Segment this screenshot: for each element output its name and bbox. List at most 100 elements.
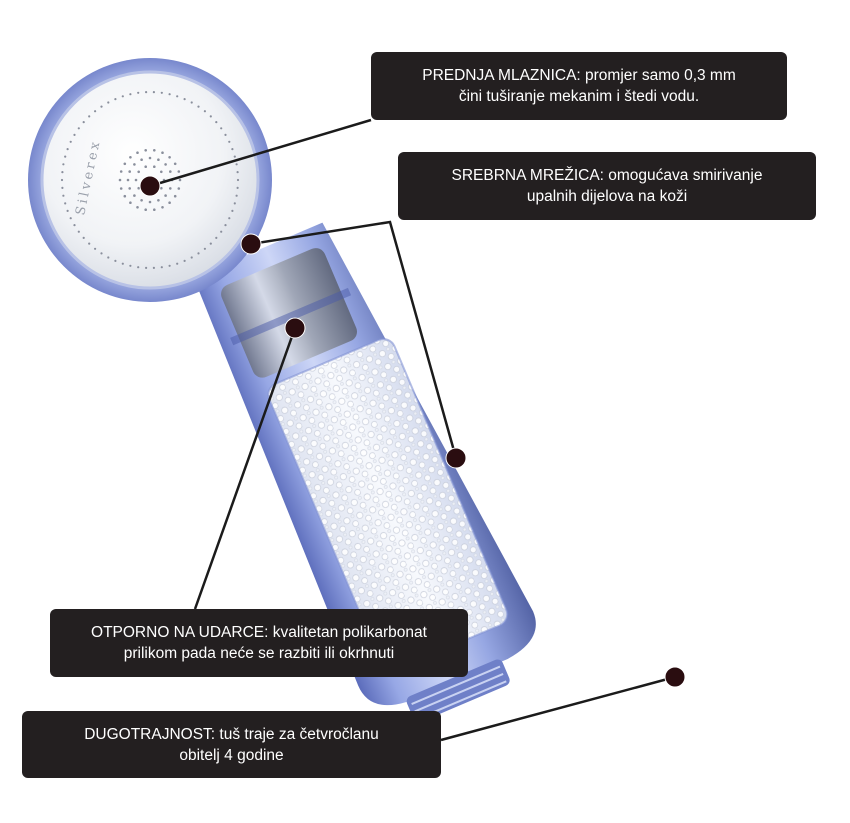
silver-mesh-cylinder bbox=[221, 248, 358, 378]
nozzle-hole bbox=[231, 209, 234, 212]
nozzle-hole bbox=[160, 186, 163, 190]
nozzle-hole bbox=[136, 206, 139, 209]
nozzle-hole bbox=[88, 242, 91, 245]
callout-silver-mesh-line1: SREBRNA MREŽICA: omogućava smirivanje bbox=[451, 167, 763, 184]
nozzle-hole bbox=[233, 155, 236, 158]
nozzle-hole bbox=[209, 242, 212, 245]
nozzle-hole bbox=[134, 178, 138, 182]
nozzle-hole bbox=[220, 230, 223, 233]
nozzle-hole bbox=[178, 178, 182, 182]
callout-front-nozzle-line1: PREDNJA MLAZNICA: promjer samo 0,3 mm bbox=[422, 67, 736, 84]
ceramic-bead-filter bbox=[267, 338, 509, 672]
nozzle-hole bbox=[224, 224, 227, 227]
nozzle-hole bbox=[119, 187, 123, 190]
nozzle-hole bbox=[197, 252, 200, 255]
leader-silver-mesh bbox=[250, 220, 458, 459]
nozzle-hole bbox=[133, 194, 136, 197]
marker-front-nozzle bbox=[139, 175, 161, 197]
nozzle-hole bbox=[148, 200, 152, 204]
marker-silver-mesh-2 bbox=[445, 447, 467, 469]
nozzle-hole bbox=[236, 178, 240, 182]
nozzle-hole bbox=[235, 194, 238, 197]
nozzle-hole bbox=[224, 133, 227, 136]
nozzle-hole bbox=[157, 199, 160, 202]
nozzle-hole bbox=[140, 199, 143, 202]
callout-front-nozzle: PREDNJA MLAZNICA: promjer samo 0,3 mm či… bbox=[371, 52, 787, 120]
nozzle-hole bbox=[128, 170, 131, 173]
nozzle-hole bbox=[66, 209, 69, 212]
nozzle-hole bbox=[169, 187, 172, 190]
nozzle-hole bbox=[107, 256, 110, 259]
nozzle-hole bbox=[114, 98, 117, 101]
nozzle-hole bbox=[64, 202, 67, 205]
nozzle-hole bbox=[73, 133, 76, 136]
nozzle-hole bbox=[152, 91, 155, 94]
marker-durability bbox=[664, 666, 686, 688]
nozzle-hole bbox=[215, 121, 218, 124]
nozzle-hole bbox=[231, 148, 234, 151]
nozzle-hole bbox=[164, 194, 167, 197]
nozzle-hole bbox=[69, 140, 72, 143]
nozzle-hole bbox=[121, 95, 124, 98]
nozzle-hole bbox=[228, 217, 231, 220]
nozzle-hole bbox=[137, 186, 140, 190]
nozzle-hole bbox=[137, 91, 140, 94]
nozzle-hole bbox=[94, 110, 97, 113]
nozzle-hole bbox=[197, 105, 200, 108]
nozzle-hole bbox=[144, 208, 147, 211]
marker-silver-mesh-1 bbox=[240, 233, 262, 255]
nozzle-hole bbox=[209, 115, 212, 118]
nozzle-pattern bbox=[60, 91, 240, 269]
nozzle-hole bbox=[148, 156, 152, 160]
nozzle-hole bbox=[177, 170, 181, 173]
nozzle-hole bbox=[94, 247, 97, 250]
nozzle-hole bbox=[168, 201, 171, 204]
marker-impact bbox=[284, 317, 306, 339]
nozzle-hole bbox=[168, 93, 171, 96]
nozzle-hole bbox=[133, 163, 136, 166]
nozzle-hole bbox=[173, 194, 177, 198]
nozzle-hole bbox=[129, 264, 132, 267]
nozzle-hole bbox=[183, 259, 186, 262]
nozzle-hole bbox=[114, 259, 117, 262]
nozzle-hole bbox=[153, 165, 156, 168]
callout-impact-resistant-line1: OTPORNO NA UDARCE: kvalitetan polikarbon… bbox=[91, 624, 427, 641]
nozzle-hole bbox=[126, 178, 130, 182]
callout-impact-resistant: OTPORNO NA UDARCE: kvalitetan polikarbon… bbox=[50, 609, 468, 677]
nozzle-hole bbox=[203, 247, 206, 250]
nozzle-hole bbox=[190, 101, 193, 104]
nozzle-hole bbox=[160, 266, 163, 269]
nozzle-hole bbox=[157, 158, 160, 161]
nozzle-hole bbox=[144, 165, 147, 168]
nozzle-hole bbox=[220, 127, 223, 130]
nozzle-hole bbox=[73, 224, 76, 227]
nozzle-hole bbox=[161, 151, 164, 154]
nozzle-hole bbox=[61, 171, 64, 174]
nozzle-hole bbox=[129, 201, 132, 204]
nozzle-hole bbox=[100, 105, 103, 108]
markers bbox=[139, 175, 686, 688]
nozzle-hole bbox=[183, 98, 186, 101]
nozzle-hole bbox=[136, 151, 139, 154]
nozzle-hole bbox=[62, 194, 65, 197]
nozzle-hole bbox=[176, 262, 179, 265]
nozzle-hole bbox=[119, 170, 123, 173]
nozzle-hole bbox=[60, 178, 64, 182]
nozzle-hole bbox=[173, 162, 177, 166]
nozzle-hole bbox=[153, 208, 156, 211]
callout-durability-line2: obitelj 4 godine bbox=[179, 746, 284, 764]
nozzle-hole bbox=[203, 110, 206, 113]
callout-durability-line1: DUGOTRAJNOST: tuš traje za četvročlanu bbox=[84, 725, 379, 743]
nozzle-hole bbox=[123, 162, 127, 166]
callout-silver-mesh-line2: upalnih dijelova na koži bbox=[526, 188, 688, 205]
callout-durability: DUGOTRAJNOST: tuš traje za četvročlanu o… bbox=[22, 711, 441, 778]
callout-impact-resistant-line2: prilikom pada neće se razbiti ili okrhnu… bbox=[123, 645, 395, 662]
callout-silver-mesh: SREBRNA MREŽICA: omogućava smirivanje up… bbox=[398, 152, 816, 220]
nozzle-hole bbox=[69, 217, 72, 220]
nozzle-hole bbox=[82, 236, 85, 239]
nozzle-hole bbox=[233, 202, 236, 205]
nozzle-hole bbox=[118, 178, 122, 182]
nozzle-hole bbox=[137, 170, 140, 174]
nozzle-hole bbox=[152, 266, 155, 269]
